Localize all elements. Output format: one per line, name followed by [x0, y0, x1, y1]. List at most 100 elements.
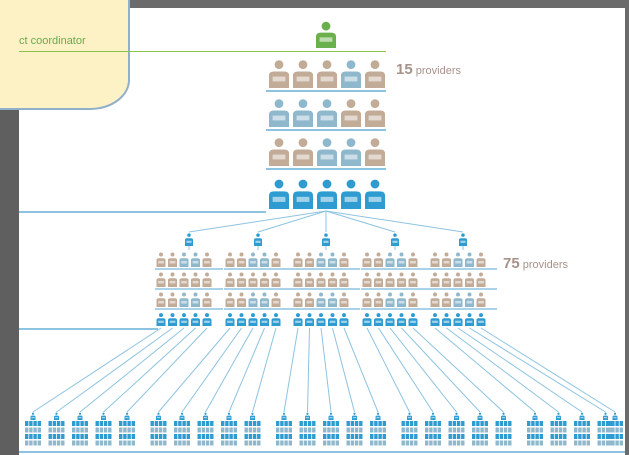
- tier3-mini-person-icon: [25, 421, 29, 426]
- tier2-group-head-icon: [185, 233, 193, 246]
- tier3-mini-person-icon: [127, 421, 131, 426]
- tier2-to-tier3-connector: [412, 327, 504, 413]
- tier3-mini-person-icon: [607, 434, 611, 439]
- tier3-mini-person-icon: [574, 434, 578, 439]
- provider-person-icon: [341, 60, 361, 88]
- provider-person-icon: [293, 138, 313, 166]
- tier3-mini-person-icon: [456, 434, 461, 439]
- tier2-blue-person-icon: [316, 313, 326, 326]
- tier2-blue-person-icon: [453, 313, 463, 326]
- tier2-to-tier3-connector: [32, 327, 162, 413]
- tier3-head-icon: [328, 412, 334, 420]
- tier2-to-tier3-connector: [389, 327, 457, 413]
- tier3-mini-person-icon: [123, 440, 127, 446]
- tier2-blue-person-icon: [271, 313, 281, 326]
- tier3-mini-person-icon: [414, 440, 418, 446]
- tier3-mini-person-icon: [225, 421, 229, 426]
- provider-person-icon: [248, 272, 258, 287]
- tier3-mini-person-icon: [178, 434, 182, 439]
- provider-person-icon: [397, 252, 406, 267]
- tier3-mini-person-icon: [108, 427, 112, 433]
- provider-person-icon: [260, 272, 269, 287]
- tier2-to-tier3-connector: [366, 327, 410, 413]
- tier3-mini-person-icon: [354, 440, 359, 446]
- tier3-mini-person-icon: [359, 421, 363, 426]
- tier3-mini-person-icon: [29, 421, 33, 426]
- tier2-to-tier3-connector: [283, 327, 299, 413]
- provider-person-icon: [408, 292, 418, 307]
- tier3-mini-person-icon: [456, 421, 461, 426]
- tier3-mini-person-icon: [448, 434, 452, 439]
- tier3-mini-person-icon: [276, 421, 280, 426]
- provider-person-icon: [179, 292, 189, 307]
- tier3-mini-person-icon: [210, 440, 214, 446]
- tier2-to-tier3-connector: [307, 327, 310, 413]
- tier3-mini-person-icon: [374, 434, 378, 439]
- tier3-mini-person-icon: [433, 427, 437, 433]
- tier3-mini-person-icon: [131, 427, 135, 433]
- tier3-mini-person-icon: [611, 427, 615, 433]
- tier2-to-tier3-connector: [103, 327, 196, 413]
- tier3-mini-person-icon: [401, 440, 405, 446]
- tier3-mini-person-icon: [163, 427, 167, 433]
- tier2-group-head-icon: [391, 233, 399, 246]
- tier3-mini-person-icon: [33, 440, 37, 446]
- tier3-mini-person-icon: [76, 434, 80, 439]
- tier3-mini-person-icon: [535, 421, 539, 426]
- tier3-mini-person-icon: [335, 440, 339, 446]
- tier3-mini-person-icon: [48, 440, 52, 446]
- provider-person-icon: [374, 292, 383, 307]
- tier2-to-tier3-connector: [343, 327, 379, 413]
- provider-person-icon: [476, 252, 486, 267]
- tier3-mini-person-icon: [150, 440, 154, 446]
- tier3-mini-person-icon: [299, 427, 303, 433]
- tier3-mini-person-icon: [425, 427, 429, 433]
- provider-person-icon: [269, 99, 289, 127]
- tier2-to-tier3-connector: [457, 327, 583, 413]
- tier2-to-tier3-connector: [434, 327, 536, 413]
- tier3-mini-person-icon: [499, 434, 504, 439]
- tier3-mini-person-icon: [535, 440, 539, 446]
- tier3-mini-person-icon: [37, 421, 41, 426]
- provider-person-icon: [453, 292, 463, 307]
- tier3-mini-person-icon: [401, 427, 405, 433]
- tier3-mini-person-icon: [425, 421, 429, 426]
- provider-person-icon: [260, 252, 269, 267]
- tier1-to-tier2-connector: [325, 210, 464, 233]
- tier3-head-icon: [30, 412, 36, 420]
- tier3-mini-person-icon: [163, 440, 167, 446]
- provider-person-icon: [237, 252, 246, 267]
- provider-person-icon: [271, 292, 281, 307]
- tier3-mini-person-icon: [461, 440, 465, 446]
- tier3-mini-person-icon: [499, 427, 504, 433]
- tier3-mini-person-icon: [476, 440, 480, 446]
- tier3-mini-person-icon: [99, 421, 104, 426]
- tier3-mini-person-icon: [25, 440, 29, 446]
- provider-person-icon: [465, 252, 474, 267]
- tier3-mini-person-icon: [563, 427, 567, 433]
- tier3-mini-person-icon: [346, 421, 350, 426]
- tier3-mini-person-icon: [52, 421, 57, 426]
- tier3-head-icon: [250, 412, 255, 420]
- tier3-mini-person-icon: [229, 427, 233, 433]
- tier3-mini-person-icon: [378, 421, 382, 426]
- tier3-mini-person-icon: [182, 440, 186, 446]
- tier3-mini-person-icon: [123, 434, 127, 439]
- tier3-mini-person-icon: [331, 421, 335, 426]
- tier2-unit: providers: [522, 259, 568, 271]
- tier3-head-icon: [375, 412, 381, 420]
- provider-person-icon: [293, 292, 303, 307]
- tier3-mini-person-icon: [495, 427, 499, 433]
- tier3-mini-person-icon: [123, 427, 127, 433]
- tier3-mini-person-icon: [480, 440, 484, 446]
- tier3-mini-person-icon: [346, 434, 350, 439]
- provider-person-icon: [305, 272, 314, 287]
- tier2-blue-person-icon: [179, 313, 189, 326]
- tier3-mini-person-icon: [578, 421, 582, 426]
- tier2-to-tier3-connector: [469, 327, 606, 413]
- tier3-mini-person-icon: [480, 421, 484, 426]
- tier2-count: 75: [503, 255, 520, 272]
- provider-person-icon: [453, 252, 463, 267]
- tier3-mini-person-icon: [99, 434, 104, 439]
- tier3-mini-person-icon: [414, 421, 418, 426]
